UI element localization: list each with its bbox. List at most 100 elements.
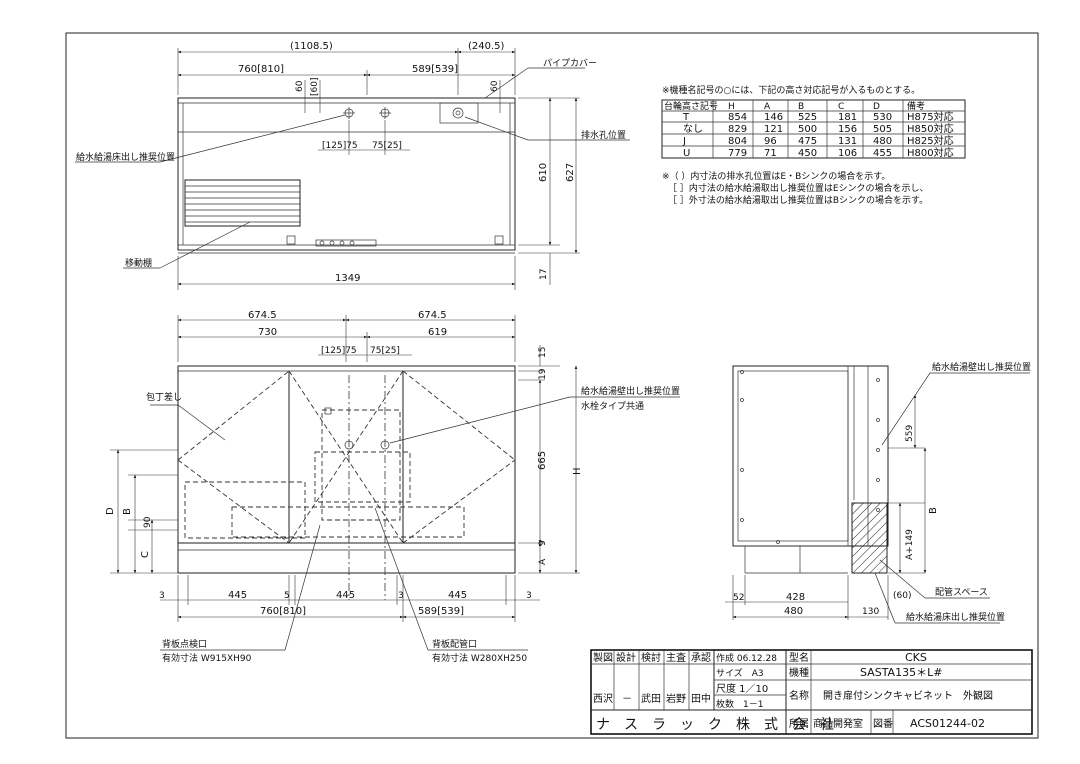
front-dim-760: 760[810]: [260, 606, 306, 617]
front-dim-90: 90: [143, 516, 153, 528]
side-dim-559: 559: [905, 425, 915, 442]
title-block: 製図 設計 検討 主査 承認 西沢 － 武田 岩野 田中 作成 06.12.28…: [590, 649, 1033, 735]
front-dim-b445a: 445: [228, 590, 247, 601]
top-dim-627: 627: [565, 163, 576, 182]
sheet-count: 枚数 1－1: [716, 698, 763, 710]
spec-header-cell: A: [764, 102, 771, 112]
dept-value: 商品開発室: [813, 717, 863, 730]
side-dim-B: B: [928, 507, 939, 514]
spec-table-cell: 525: [798, 112, 817, 123]
front-dim-665: 665: [537, 451, 548, 470]
spec-table-cell: 505: [873, 124, 892, 135]
spec-header-cell: D: [873, 102, 880, 112]
label-faucet-common: 水栓タイプ共通: [581, 400, 644, 412]
role-approval: 承認: [691, 651, 711, 664]
label-piping-size: 有効寸法 W280XH250: [432, 652, 527, 664]
label-water-wall-side: 給水給湯壁出し推奨位置: [932, 361, 1031, 373]
company-name: ナ ス ラ ッ ク 株 式 会 社: [596, 717, 834, 733]
model-label: 型名: [789, 651, 809, 664]
pipe-space-hatch: [851, 502, 888, 574]
drawing-no-label: 図番: [873, 718, 893, 730]
label-pipe-space: 配管スペース: [935, 586, 988, 598]
top-dim-75: 75[25]: [372, 141, 402, 151]
side-dim-130: 130: [862, 607, 879, 617]
front-dim-b3c: 3: [526, 591, 532, 601]
front-dim-19: 19: [538, 368, 548, 380]
top-dim-left: 760[810]: [238, 64, 284, 75]
name-value: 開き扉付シンクキャビネット 外観図: [823, 689, 993, 702]
spec-header-cell: 台輪高さ記号: [664, 100, 718, 112]
top-dim-610: 610: [538, 163, 549, 182]
spec-note-1: ※（ ）内寸法の排水孔位置はE・Bシンクの場合を示す。: [662, 170, 890, 182]
label-water-floor-side: 給水給湯床出し推奨位置: [906, 611, 1005, 623]
front-dim-b5: 5: [284, 591, 290, 601]
drawing-no-value: ACS01244-02: [910, 717, 985, 730]
front-dim-15: 15: [538, 347, 548, 358]
top-dim-total: (1108.5): [290, 41, 333, 52]
role-review: 検討: [641, 651, 661, 664]
spec-table-cell: 96: [764, 136, 777, 147]
front-dim-B: B: [122, 508, 133, 515]
top-dim-60c: 60: [490, 80, 500, 92]
spec-table-cell: H825対応: [907, 134, 954, 147]
spec-table-cell: 71: [764, 148, 777, 159]
sheet-border: [65, 32, 1039, 739]
spec-header-cell: B: [798, 102, 804, 112]
front-dim-half-right: 674.5: [418, 310, 447, 321]
label-movable-shelf: 移動棚: [125, 257, 152, 269]
label-inspection-size: 有効寸法 W915XH90: [162, 652, 252, 664]
label-drain-position: 排水孔位置: [581, 129, 626, 141]
name-design: －: [622, 694, 632, 705]
name-label: 名称: [789, 689, 809, 702]
top-dim-125: [125]75: [322, 141, 358, 151]
front-dim-b3a: 3: [159, 591, 165, 601]
front-dim-730: 730: [258, 327, 277, 338]
spec-table-cell: H800対応: [907, 146, 954, 159]
spec-table-cell: 455: [873, 148, 892, 159]
spec-table-cell: T: [682, 112, 690, 123]
paper-size: サイズ A3: [716, 667, 764, 679]
top-dim-60b: [60]: [310, 78, 320, 96]
spec-table-cell: 121: [764, 124, 783, 135]
side-dim-60: (60): [893, 591, 911, 601]
spec-note-2: ［ ］内寸法の給水給湯取出し推奨位置はEシンクの場合を示し、: [668, 182, 929, 194]
front-dim-125: [125]75: [321, 346, 357, 356]
spec-table-cell: 804: [728, 136, 747, 147]
spec-table-cell: 854: [728, 112, 747, 123]
top-dim-right: 589[539]: [412, 64, 458, 75]
front-dim-b445c: 445: [448, 590, 467, 601]
spec-table-cell: 131: [838, 136, 857, 147]
model-value: CKS: [905, 651, 927, 664]
spec-table-cell: 106: [838, 148, 857, 159]
type-label: 機種: [789, 666, 809, 679]
spec-table-cell: H875対応: [907, 110, 954, 123]
front-dim-A: A: [538, 558, 548, 565]
front-dim-b445b: 445: [336, 590, 355, 601]
spec-table-cell: 829: [728, 124, 747, 135]
spec-header-cell: C: [838, 102, 844, 112]
front-dim-75: 75[25]: [370, 346, 400, 356]
front-dim-D: D: [105, 507, 116, 515]
top-dim-right-outer: (240.5): [468, 41, 505, 52]
label-back-inspection: 背板点検口: [162, 638, 207, 650]
spec-table-cell: 500: [798, 124, 817, 135]
side-dim-52: 52: [733, 593, 744, 603]
spec-note-top: ※機種名記号の○には、下記の高さ対応記号が入るものとする。: [662, 84, 920, 96]
name-review: 武田: [641, 692, 661, 705]
spec-table-cell: 480: [873, 136, 892, 147]
side-dim-428: 428: [786, 592, 805, 603]
spec-table-cell: 181: [838, 112, 857, 123]
side-dim-A149: A+149: [905, 529, 915, 560]
side-dim-480: 480: [784, 606, 803, 617]
role-design: 設計: [616, 651, 636, 664]
scale: 尺度 1／10: [716, 682, 768, 695]
label-water-floor-top: 給水給湯床出し推奨位置: [76, 151, 175, 163]
role-drafting: 製図: [593, 651, 613, 664]
front-dim-half-left: 674.5: [248, 310, 277, 321]
type-value: SASTA135＊L#: [860, 666, 942, 679]
top-dim-60a: 60: [295, 80, 305, 92]
name-approval: 田中: [691, 692, 711, 705]
created-date: 作成 06.12.28: [716, 652, 777, 664]
front-dim-b3b: 3: [398, 591, 404, 601]
